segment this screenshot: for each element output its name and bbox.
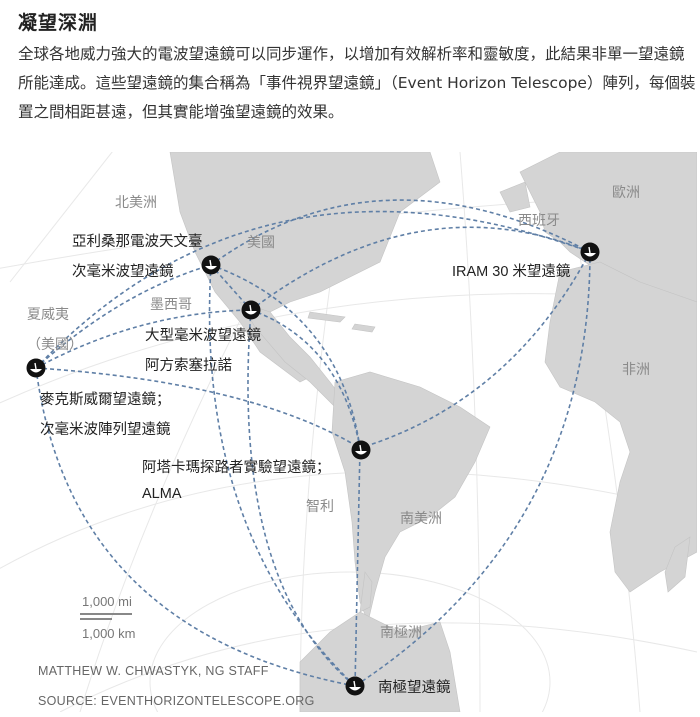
eht-map: 北美洲 美國 夏威夷 （美國） 墨西哥 西班牙 歐洲 非洲 智利 南美洲 南極洲… xyxy=(0,152,697,712)
telescope-icon-lmt[interactable] xyxy=(241,300,261,320)
credit-text: MATTHEW W. CHWASTYK, NG STAFF xyxy=(38,664,269,678)
label-hawaii: 夏威夷 xyxy=(27,307,69,323)
telescope-icon-smt[interactable] xyxy=(201,255,221,275)
label-north-america: 北美洲 xyxy=(115,195,157,211)
telescope-icon-south-pole[interactable] xyxy=(345,676,365,696)
label-spain: 西班牙 xyxy=(518,213,560,229)
map-graphic xyxy=(0,152,697,712)
label-antarctica: 南極洲 xyxy=(380,625,422,641)
label-mexico: 墨西哥 xyxy=(150,297,192,313)
source-text: SOURCE: EVENTHORIZONTELESCOPE.ORG xyxy=(38,694,315,708)
label-lmt-line2: 阿方索塞拉諾 xyxy=(145,358,232,374)
label-south-america: 南美洲 xyxy=(400,511,442,527)
scale-miles: 1,000 mi xyxy=(82,594,132,609)
label-alma-line2: ALMA xyxy=(142,486,182,502)
label-south-pole: 南極望遠鏡 xyxy=(378,680,451,696)
label-iram: IRAM 30 米望遠鏡 xyxy=(452,264,571,280)
label-lmt-line1: 大型毫米波望遠鏡 xyxy=(145,328,261,344)
label-smt-line2: 次毫米波望遠鏡 xyxy=(72,264,174,280)
telescope-icon-iram[interactable] xyxy=(580,242,600,262)
label-africa: 非洲 xyxy=(622,362,650,378)
graticule xyxy=(0,152,697,712)
baseline-links xyxy=(35,199,591,687)
label-jcmt-line1: 麥克斯威爾望遠鏡； xyxy=(40,392,171,408)
label-alma-line1: 阿塔卡瑪探路者實驗望遠鏡； xyxy=(142,460,331,476)
scale-bar-miles xyxy=(80,613,132,615)
label-smt-line1: 亞利桑那電波天文臺 xyxy=(72,234,203,250)
scale-km: 1,000 km xyxy=(82,626,136,641)
telescope-icon-alma[interactable] xyxy=(351,440,371,460)
page-title: 凝望深淵 xyxy=(18,12,99,34)
label-chile: 智利 xyxy=(306,499,334,515)
description-text: 全球各地威力強大的電波望遠鏡可以同步運作，以增加有效解析率和靈敏度，此結果非單一… xyxy=(18,45,696,121)
telescope-icon-hawaii[interactable] xyxy=(26,358,46,378)
landmass xyxy=(169,152,697,712)
scale-bar-km xyxy=(80,618,112,620)
label-europe: 歐洲 xyxy=(612,185,640,201)
label-hawaii-usa: （美國） xyxy=(27,337,83,353)
label-usa: 美國 xyxy=(247,235,275,251)
label-jcmt-line2: 次毫米波陣列望遠鏡 xyxy=(40,422,171,438)
